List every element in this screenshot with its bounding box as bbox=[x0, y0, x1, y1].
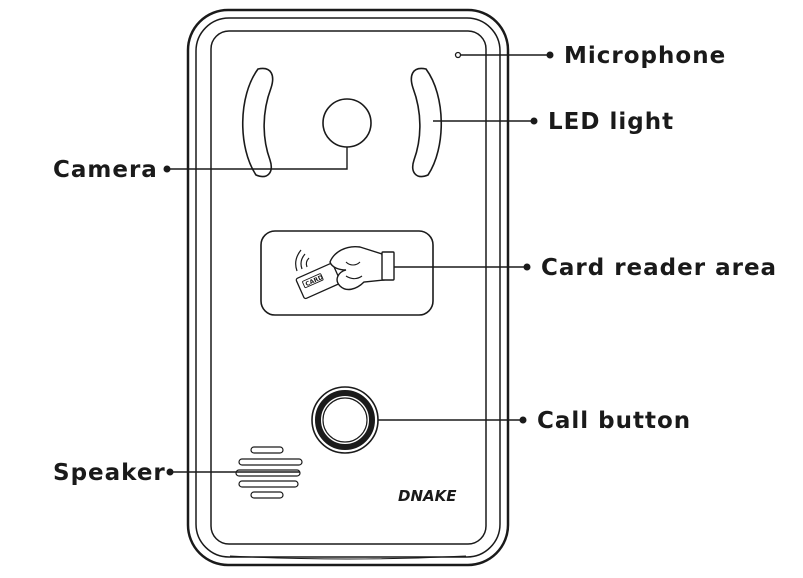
card-reader-label: Card reader area bbox=[541, 255, 777, 281]
call-button-label: Call button bbox=[537, 408, 691, 434]
intercom-device: CARD DNAKE bbox=[186, 8, 510, 567]
speaker-dot bbox=[166, 468, 174, 476]
camera-leader bbox=[167, 147, 348, 170]
led-dot bbox=[530, 117, 538, 125]
led-light-left bbox=[241, 67, 274, 178]
wave-icon bbox=[305, 257, 310, 268]
call-button-dot bbox=[519, 416, 527, 424]
brand-logo: DNAKE bbox=[398, 487, 457, 505]
led-light-label: LED light bbox=[548, 109, 674, 135]
card-reader-dot bbox=[523, 263, 531, 271]
speaker-label: Speaker bbox=[53, 460, 166, 486]
microphone-dot bbox=[546, 51, 554, 59]
card-tap-icon: CARD bbox=[295, 245, 395, 300]
microphone-label: Microphone bbox=[564, 43, 726, 69]
cuff-icon bbox=[381, 251, 395, 281]
camera-dot bbox=[163, 165, 171, 173]
camera-lens bbox=[322, 98, 372, 148]
hand-icon bbox=[329, 245, 385, 291]
led-light-right bbox=[410, 67, 443, 178]
callout-dots bbox=[163, 51, 554, 476]
callout-lines bbox=[167, 54, 550, 473]
camera-label: Camera bbox=[53, 157, 158, 183]
call-button bbox=[311, 386, 379, 454]
microphone-hole bbox=[454, 51, 462, 59]
device-bottom-edge bbox=[229, 555, 467, 560]
card-icon bbox=[295, 262, 342, 300]
